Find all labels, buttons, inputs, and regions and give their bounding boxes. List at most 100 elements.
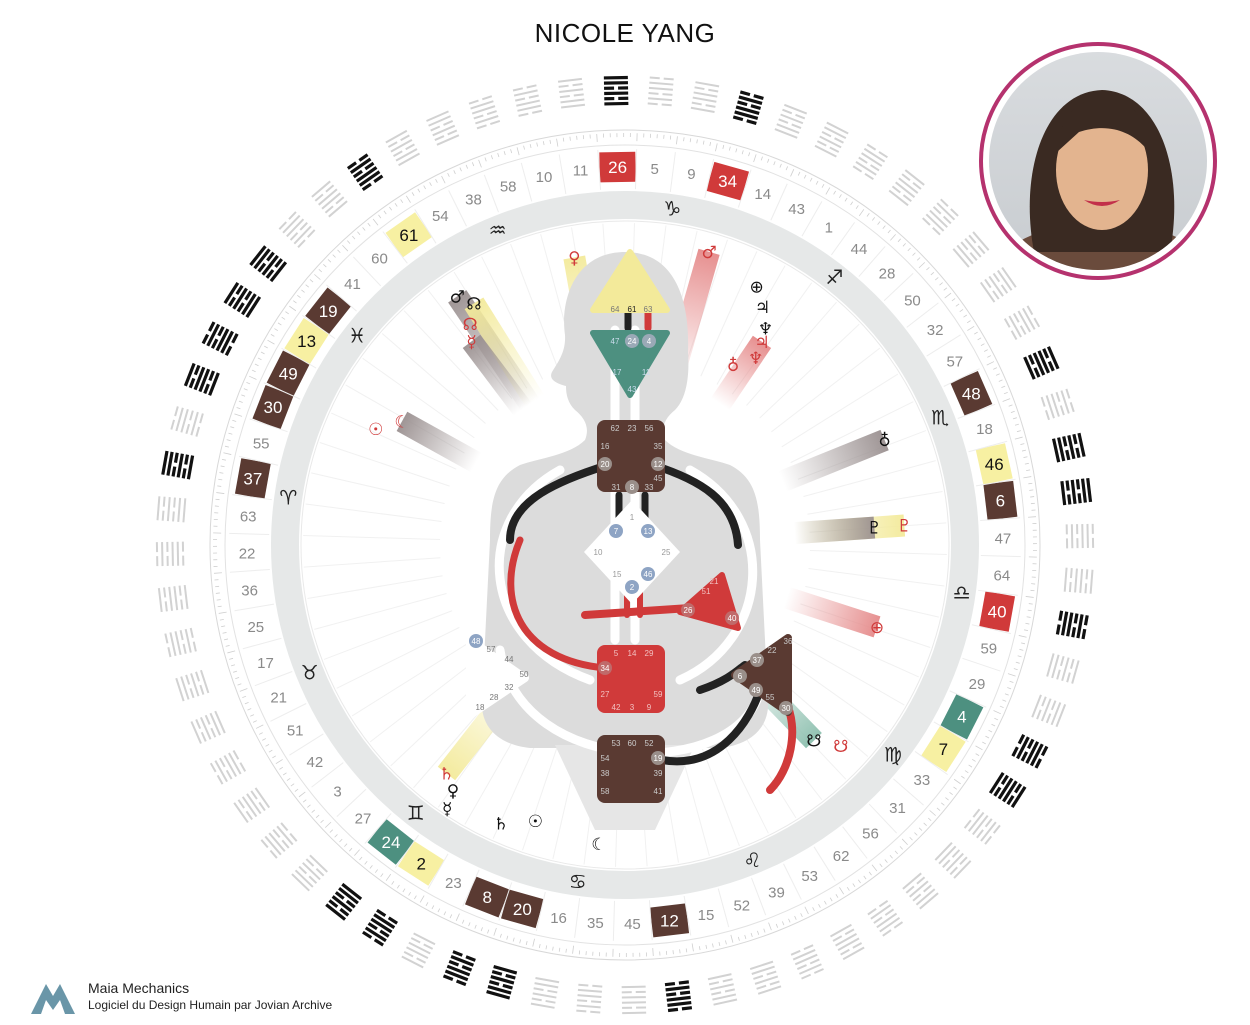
gate-cell-61	[385, 212, 433, 258]
hexagram-42	[233, 787, 271, 824]
gate-number-54: 54	[432, 208, 449, 225]
gate-number-45: 45	[624, 916, 641, 933]
center-gate-21: 21	[710, 577, 719, 586]
gate-number-50: 50	[904, 293, 921, 310]
hexagram-19	[249, 245, 288, 283]
portrait-placeholder	[989, 90, 1207, 270]
gate-number-13: 13	[297, 332, 316, 351]
hexagram-53	[829, 923, 865, 961]
activated-gate-label-48: 48	[472, 637, 481, 646]
activated-gate-24	[625, 334, 639, 348]
activated-gate-4	[642, 334, 656, 348]
gate-number-3: 3	[333, 783, 341, 800]
activated-gate-19	[651, 751, 665, 765]
hexagram-56	[902, 872, 939, 910]
activated-gate-label-20: 20	[601, 460, 610, 469]
gate-number-37: 37	[243, 470, 262, 489]
gate-number-26: 26	[608, 158, 627, 177]
gate-number-25: 25	[247, 619, 264, 636]
activated-gate-48	[469, 634, 483, 648]
hexagram-33	[963, 808, 1001, 845]
center-gate-10: 10	[594, 548, 603, 557]
center-gate-57: 57	[487, 645, 496, 654]
gate-cell-2	[397, 841, 445, 886]
hexagram-61	[346, 153, 384, 192]
gate-number-60: 60	[371, 251, 388, 268]
center-gate-52: 52	[645, 739, 654, 748]
activated-gate-label-19: 19	[654, 754, 663, 763]
gate-number-15: 15	[698, 907, 715, 924]
hexagram-46	[1051, 432, 1086, 463]
hexagram-28	[922, 198, 959, 236]
hexagram-30	[183, 362, 220, 396]
hexagram-36	[157, 584, 189, 613]
activated-gate-label-46: 46	[644, 570, 653, 579]
activated-gate-label-8: 8	[630, 483, 635, 492]
footer: Maia Mechanics Logiciel du Design Humain…	[28, 976, 332, 1016]
center-gate-39: 39	[654, 769, 663, 778]
planet-mars-design-icon: ♂	[701, 243, 716, 263]
planet-south-node-personality-icon: ☋	[806, 732, 821, 752]
beam-earth-design-right	[783, 587, 881, 638]
gate-cell-8	[465, 876, 510, 918]
center-gate-32: 32	[505, 683, 514, 692]
zodiac-aquarius-icon: ♒	[489, 218, 507, 242]
center-gate-23: 23	[628, 424, 637, 433]
beam-north-node-personality	[464, 297, 545, 407]
planet-mercury-personality-icon: ☿	[442, 800, 452, 820]
center-gate-42: 42	[612, 703, 621, 712]
center-gate-11: 11	[642, 368, 651, 377]
hexagram-20	[486, 965, 518, 1000]
g-center	[584, 500, 680, 604]
channel-34-57-design	[507, 536, 609, 672]
gate-cell-37	[234, 458, 271, 499]
planet-saturn-design-icon: ♄	[439, 765, 454, 785]
gate-number-46: 46	[985, 455, 1004, 474]
maia-mechanics-logo-icon	[31, 984, 75, 1014]
hexagram-43	[814, 121, 849, 158]
throat-center	[597, 420, 665, 492]
planet-moon-personality-icon: ☾	[591, 835, 606, 855]
hexagram-1	[852, 143, 888, 181]
planet-pluto-design-icon: ♇	[897, 516, 912, 536]
gate-number-59: 59	[980, 641, 997, 658]
gate-number-8: 8	[482, 888, 491, 907]
hexagram-2	[362, 908, 399, 947]
gate-number-63: 63	[240, 508, 257, 525]
center-gate-62: 62	[611, 424, 620, 433]
zodiac-scorpio-icon: ♏	[931, 406, 949, 430]
beam-jupiter-design	[710, 335, 772, 411]
hexagram-15	[707, 973, 738, 1006]
activated-gate-34	[598, 661, 612, 675]
center-gate-59: 59	[654, 690, 663, 699]
hexagram-48	[1023, 346, 1060, 380]
gate-number-18: 18	[976, 421, 993, 438]
gate-number-21: 21	[270, 689, 287, 706]
hexagram-18	[1040, 388, 1075, 421]
gate-number-36: 36	[241, 582, 258, 599]
gate-cell-48	[950, 371, 993, 417]
activated-gate-label-26: 26	[684, 606, 693, 615]
gate-number-58: 58	[500, 179, 517, 196]
gate-number-34: 34	[718, 172, 737, 191]
hexagram-62	[867, 899, 904, 937]
hexagram-24	[325, 882, 363, 921]
hexagram-64	[1063, 567, 1094, 594]
footer-tagline: Logiciel du Design Humain par Jovian Arc…	[88, 998, 333, 1012]
gate-number-47: 47	[995, 531, 1012, 548]
gate-number-31: 31	[889, 800, 906, 817]
gate-number-57: 57	[946, 353, 963, 370]
gate-number-10: 10	[536, 169, 553, 186]
gate-cell-24	[367, 818, 415, 865]
activated-gate-40	[725, 611, 739, 625]
hexagram-58	[468, 95, 501, 130]
hexagram-59	[1046, 653, 1080, 684]
zodiac-aries-icon: ♈	[279, 486, 297, 510]
activated-gate-label-2: 2	[630, 583, 635, 592]
hexagram-60	[311, 180, 348, 218]
activated-gate-20	[598, 457, 612, 471]
gate-number-30: 30	[264, 398, 283, 417]
hexagram-6	[1060, 477, 1093, 506]
